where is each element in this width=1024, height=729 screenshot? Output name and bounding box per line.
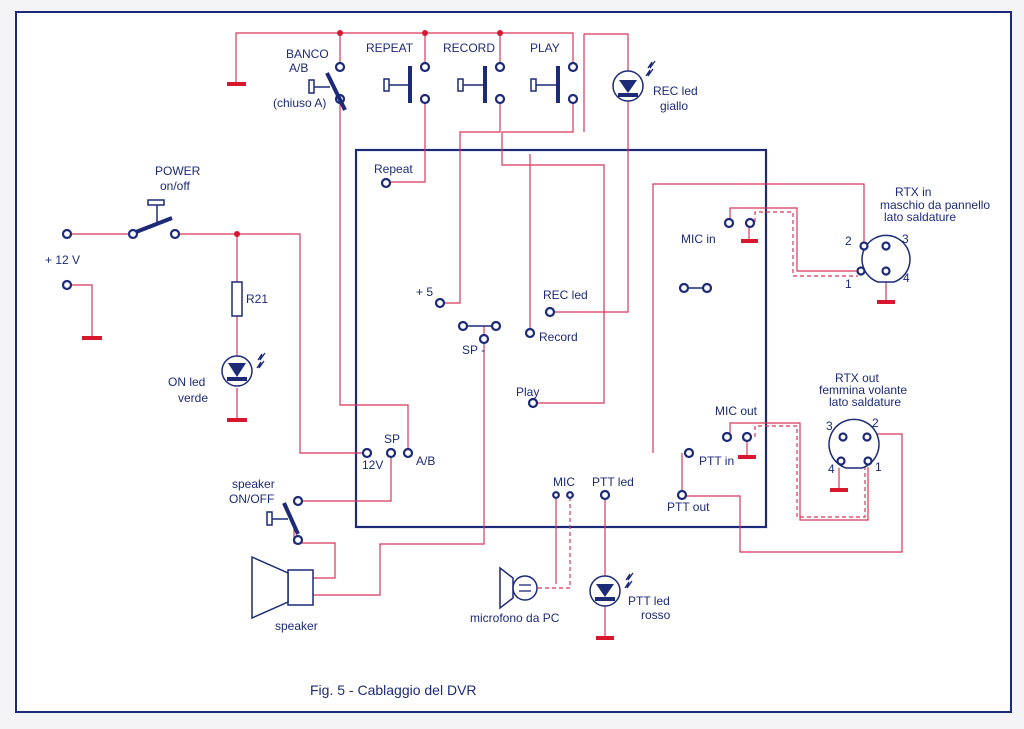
label-pin-mic-in: MIC in xyxy=(681,232,716,246)
label-speaker-switch: speaker xyxy=(232,477,275,491)
dvr-pins xyxy=(361,177,756,501)
label-plus12v: + 12 V xyxy=(45,253,80,267)
pin-repeat xyxy=(380,177,392,189)
record-switch xyxy=(457,61,506,105)
pin-mic-in-b xyxy=(744,217,756,229)
pin-sp xyxy=(385,447,397,459)
label-pin-ptt-out: PTT out xyxy=(667,500,710,514)
label-r21: R21 xyxy=(246,292,268,306)
power-switch xyxy=(61,199,181,291)
label-rtx-out-pin1: 1 xyxy=(875,460,882,474)
label-rtx-in: RTX in xyxy=(895,185,931,199)
label-rtx-out-sub1: femmina volante xyxy=(819,383,907,397)
label-pin-play: Play xyxy=(516,385,539,399)
pin-mic-in-a xyxy=(723,217,735,229)
label-giallo: giallo xyxy=(660,99,688,113)
label-power-onoff: on/off xyxy=(160,179,190,193)
label-rtx-out-pin2: 2 xyxy=(872,416,879,430)
label-banco-ab: A/B xyxy=(289,61,308,75)
label-pin-repeat: Repeat xyxy=(374,162,413,176)
banco-switch xyxy=(308,61,347,111)
pin-ptt-out xyxy=(676,489,688,501)
ground-symbols xyxy=(82,82,895,640)
label-speaker: speaker xyxy=(275,619,318,633)
label-pin-record: Record xyxy=(539,330,578,344)
repeat-switch xyxy=(383,61,431,105)
label-rtx-out-pin3: 3 xyxy=(826,419,833,433)
label-rtx-in-pin2: 2 xyxy=(845,234,852,248)
pin-mic-out-a xyxy=(721,431,733,443)
pin-mic-b xyxy=(566,491,574,499)
pin-sp-b xyxy=(490,320,502,332)
dvr-module-box xyxy=(354,148,768,529)
pin-sp-a xyxy=(457,320,469,332)
page-border xyxy=(15,11,1012,713)
pin-mic-out-b xyxy=(741,431,753,443)
label-rec-led: REC led xyxy=(653,84,698,98)
label-chiuso: (chiuso A) xyxy=(273,96,326,110)
label-pin-plus5: + 5 xyxy=(416,285,433,299)
label-pin-sp: SP xyxy=(384,432,400,446)
label-power: POWER xyxy=(155,164,201,178)
label-rtx-in-sub1: maschio da pannello xyxy=(880,198,990,212)
label-pin-mic-out: MIC out xyxy=(715,404,758,418)
label-speaker-switch-onoff: ON/OFF xyxy=(229,492,274,506)
pin-ab xyxy=(402,447,414,459)
label-pin-sp-minus: SP - xyxy=(462,343,485,357)
label-rtx-in-pin3: 3 xyxy=(902,232,909,246)
label-rtx-in-sub2: lato saldature xyxy=(884,210,956,224)
labels: BANCO A/B (chiuso A) REPEAT RECORD PLAY … xyxy=(45,41,990,698)
pin-play xyxy=(527,397,539,409)
label-pin-ab: A/B xyxy=(416,454,435,468)
label-pin-ptt-in: PTT in xyxy=(699,454,734,468)
pin-mic-a xyxy=(552,491,560,499)
pin-sp-minus xyxy=(478,333,490,345)
pin-ptt-in xyxy=(683,447,695,459)
label-pin-ptt-led: PTT led xyxy=(592,475,634,489)
label-ptt-led: PTT led xyxy=(628,594,670,608)
label-ptt-led-rosso: rosso xyxy=(641,608,671,622)
pin-ptt-led xyxy=(599,489,611,501)
pin-12v xyxy=(361,447,373,459)
label-pin-mic: MIC xyxy=(553,475,575,489)
rec-led xyxy=(612,60,656,102)
speaker-icon xyxy=(251,555,314,620)
r21-resistor xyxy=(231,281,243,317)
label-pin-12v: 12V xyxy=(362,458,383,472)
ptt-led xyxy=(589,572,634,607)
label-rtx-in-pin1: 1 xyxy=(845,277,852,291)
label-rtx-out: RTX out xyxy=(835,371,879,385)
label-rtx-out-pin4: 4 xyxy=(828,462,835,476)
label-play: PLAY xyxy=(530,41,560,55)
microphone-icon xyxy=(499,566,538,610)
label-rtx-in-pin4: 4 xyxy=(903,271,910,285)
label-pin-rec-led: REC led xyxy=(543,288,588,302)
label-rtx-out-sub2: lato saldature xyxy=(829,395,901,409)
label-record: RECORD xyxy=(443,41,495,55)
junction-dots xyxy=(234,30,503,237)
figure-title: Fig. 5 - Cablaggio del DVR xyxy=(310,682,477,698)
on-led xyxy=(221,352,266,387)
label-repeat: REPEAT xyxy=(366,41,414,55)
speaker-switch xyxy=(266,495,304,546)
label-verde: verde xyxy=(178,391,208,405)
label-banco: BANCO xyxy=(286,47,329,61)
pin-record xyxy=(524,327,536,339)
play-switch xyxy=(530,61,579,105)
rtx-in-connector xyxy=(856,234,911,283)
label-microfono: microfono da PC xyxy=(470,611,560,625)
pin-plus5 xyxy=(434,297,446,309)
label-on-led: ON led xyxy=(168,375,205,389)
pin-rec-led xyxy=(544,306,556,318)
rtx-out-connector xyxy=(828,418,880,469)
